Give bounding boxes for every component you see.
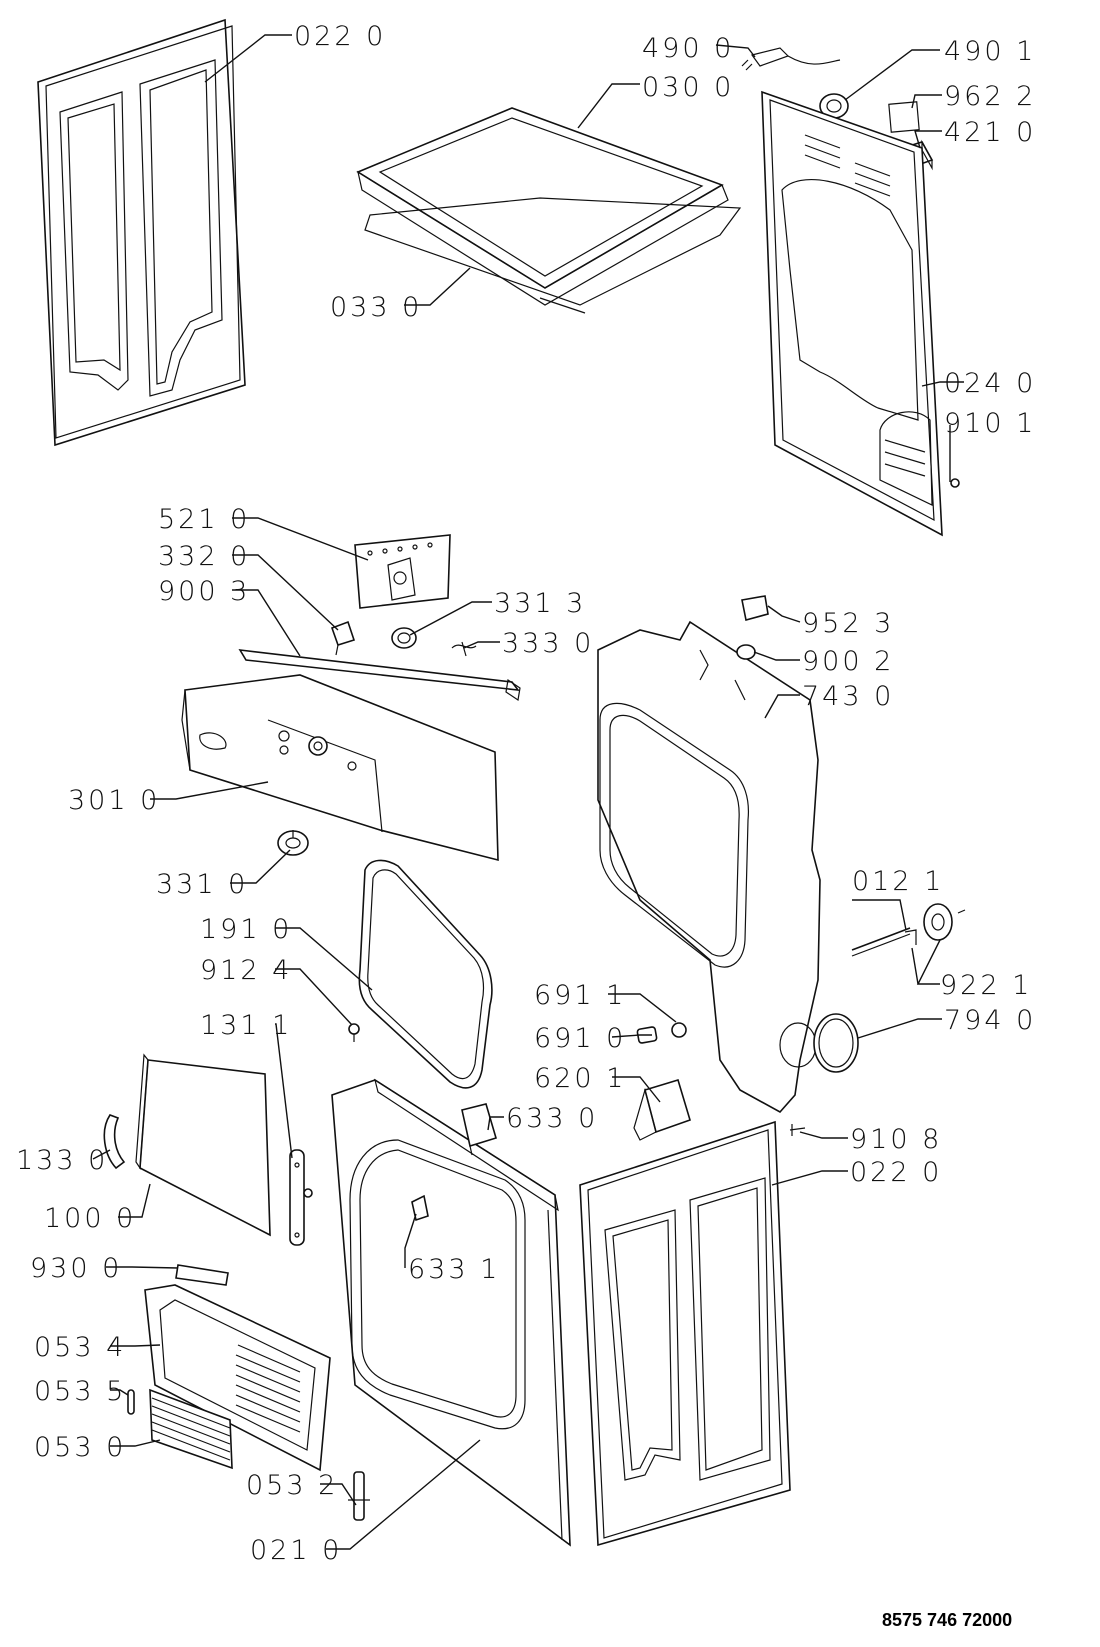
- callout-794-0: 794 0: [944, 1005, 1036, 1036]
- callout-022-0-top: 022 0: [294, 21, 386, 52]
- part-shaft: [851, 903, 966, 957]
- part-plinth-frame: [144, 1284, 331, 1472]
- callout-100-0: 100 0: [44, 1203, 136, 1234]
- document-number: 8575 746 72000: [882, 1610, 1012, 1630]
- part-top-plate: [364, 197, 742, 314]
- part-module: [633, 1079, 691, 1141]
- callout-331-0: 331 0: [156, 869, 248, 900]
- part-screw-rear: [789, 1124, 806, 1136]
- callout-022-0-bottom: 022 0: [850, 1157, 942, 1188]
- callout-962-2: 962 2: [944, 81, 1036, 112]
- part-rear-panel: [761, 90, 960, 537]
- callout-021-0: 021 0: [250, 1535, 342, 1566]
- part-side-panel-left: [37, 18, 246, 447]
- callout-012-1: 012 1: [852, 866, 944, 897]
- callout-900-2: 900 2: [802, 646, 894, 677]
- callout-691-0: 691 0: [534, 1023, 626, 1054]
- part-door-lock: [461, 1103, 497, 1156]
- part-clip: [127, 1389, 135, 1415]
- callout-332-0: 332 0: [158, 541, 250, 572]
- callout-633-0: 633 0: [506, 1103, 598, 1134]
- part-spring: [451, 641, 477, 657]
- part-rod: [175, 1264, 229, 1286]
- callout-133-0: 133 0: [16, 1145, 108, 1176]
- part-knob: [277, 830, 309, 856]
- callout-labels: 022 0 030 0 033 0 490 0 490 1 962 2 421 …: [16, 21, 1036, 1566]
- part-screw: [348, 1023, 360, 1042]
- part-label: [888, 101, 920, 133]
- callout-900-3: 900 3: [158, 576, 250, 607]
- part-knob-small: [391, 627, 417, 649]
- part-door-hinge: [289, 1149, 313, 1246]
- callout-191-0: 191 0: [200, 914, 292, 945]
- callout-620-1: 620 1: [534, 1063, 626, 1094]
- part-control-bracket: [354, 534, 451, 609]
- callout-743-0: 743 0: [802, 681, 894, 712]
- callout-301-0: 301 0: [68, 785, 160, 816]
- callout-131-1: 131 1: [200, 1010, 292, 1041]
- callout-521-0: 521 0: [158, 504, 250, 535]
- callout-421-0: 421 0: [944, 117, 1036, 148]
- part-door-gasket: [358, 859, 493, 1089]
- part-drum-housing: [597, 620, 821, 1114]
- callout-633-1: 633 1: [408, 1254, 500, 1285]
- part-rail: [238, 649, 521, 702]
- part-foot: [348, 1471, 370, 1521]
- callout-910-8: 910 8: [850, 1124, 942, 1155]
- callout-490-1: 490 1: [944, 36, 1036, 67]
- callout-952-3: 952 3: [802, 608, 894, 639]
- part-control-panel: [181, 674, 499, 862]
- callout-053-0: 053 0: [34, 1432, 126, 1463]
- callout-912-4: 912 4: [200, 955, 292, 986]
- callout-691-1: 691 1: [534, 980, 626, 1011]
- callout-490-0: 490 0: [642, 33, 734, 64]
- part-front-panel: [331, 1078, 571, 1547]
- part-ring-small: [671, 1022, 687, 1038]
- part-filter-grille: [149, 1388, 233, 1470]
- callout-024-0: 024 0: [944, 368, 1036, 399]
- callout-930-0: 930 0: [30, 1253, 122, 1284]
- part-power-cord: [741, 47, 841, 71]
- part-top-cover: [356, 107, 729, 306]
- part-side-panel-right: [579, 1120, 791, 1547]
- callout-053-2: 053 2: [246, 1470, 338, 1501]
- part-bearing: [741, 595, 769, 621]
- part-cap: [736, 644, 756, 660]
- part-seal-ring: [813, 1013, 859, 1073]
- part-switch: [330, 620, 356, 656]
- callout-922-1: 922 1: [940, 970, 1032, 1001]
- callout-333-0: 333 0: [502, 628, 594, 659]
- callout-331-3: 331 3: [494, 588, 586, 619]
- callout-910-1: 910 1: [944, 408, 1036, 439]
- callout-053-5: 053 5: [34, 1376, 126, 1407]
- callout-030-0: 030 0: [642, 72, 734, 103]
- callout-053-4: 053 4: [34, 1332, 126, 1363]
- leader-lines: [92, 34, 964, 1550]
- part-door-handle: [103, 1114, 126, 1170]
- callout-033-0: 033 0: [330, 292, 422, 323]
- part-door: [135, 1053, 271, 1237]
